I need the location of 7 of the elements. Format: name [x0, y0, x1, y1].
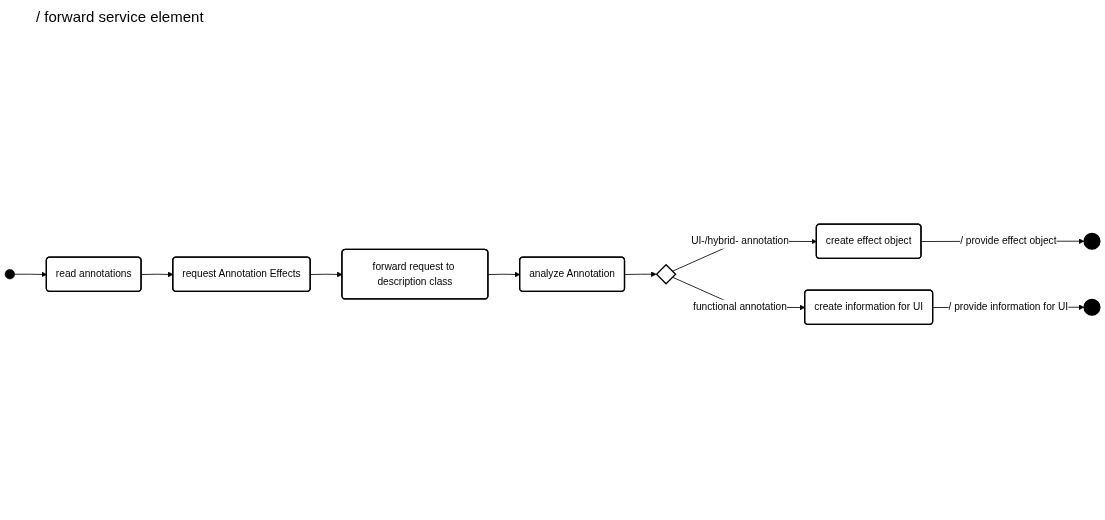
edge-label: functional annotation	[693, 301, 787, 313]
node-circle	[4, 268, 15, 280]
edge-label: / provide information for UI	[948, 301, 1069, 313]
diagram-title: / forward service element	[36, 8, 204, 25]
node-diamond	[655, 263, 677, 285]
edge-label: UI-/hybrid- annotation	[691, 235, 789, 247]
edge-label: / provide effect object	[960, 235, 1057, 247]
